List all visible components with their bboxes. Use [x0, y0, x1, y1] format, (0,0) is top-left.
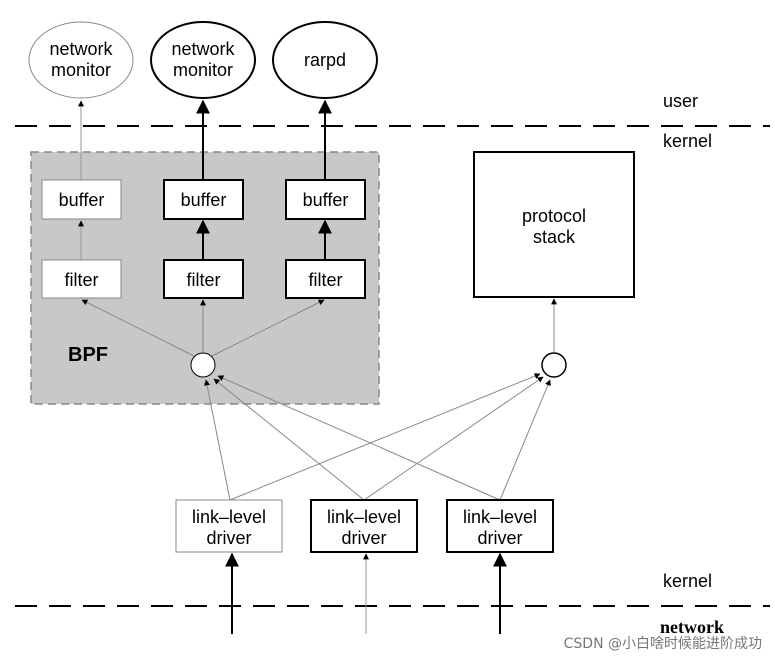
arrow-junction-to-filter3	[207, 299, 325, 359]
process-label-line1: rarpd	[304, 50, 346, 70]
filter-1: filter	[41, 259, 122, 299]
process-ellipse	[272, 21, 378, 99]
protocol-stack-box	[473, 151, 635, 298]
arrow-driver1-to-protocol	[229, 373, 541, 501]
kernel-label-top: kernel	[663, 131, 712, 151]
buffer-box	[41, 179, 122, 220]
user-label: user	[663, 91, 698, 111]
process-label-line2: monitor	[173, 60, 233, 80]
watermark-text: CSDN @小白啥时候能进阶成功	[564, 636, 762, 652]
buffer-label: buffer	[59, 190, 105, 210]
process-label-line1: network	[49, 39, 113, 59]
filter-3: filter	[285, 259, 366, 299]
driver-box	[446, 499, 554, 553]
arrow-driver3-to-bpf	[217, 375, 501, 501]
process-label-line2: monitor	[51, 60, 111, 80]
buffer-box	[285, 179, 366, 220]
driver-box	[175, 499, 283, 553]
process-rarpd: rarpd	[272, 21, 378, 99]
buffer-1: buffer	[41, 179, 122, 220]
kernel-label-bottom: kernel	[663, 571, 712, 591]
arrow-driver2-to-protocol	[363, 376, 544, 501]
protocol-junction	[541, 352, 567, 378]
driver-label-line2: driver	[206, 528, 251, 548]
driver-label-line1: link–level	[463, 507, 537, 527]
buffer-box	[163, 179, 244, 220]
protocol-stack-label-line2: stack	[533, 227, 576, 247]
link-level-driver-3: link–level driver	[446, 499, 554, 553]
process-label-line1: network	[171, 39, 235, 59]
arrow-junction-to-filter1	[81, 299, 199, 359]
arrow-driver2-to-bpf	[213, 378, 365, 501]
bpf-label: BPF	[68, 344, 108, 366]
driver-label-line1: link–level	[192, 507, 266, 527]
buffer-3: buffer	[285, 179, 366, 220]
link-level-driver-1: link–level driver	[175, 499, 283, 553]
driver-label-line2: driver	[341, 528, 386, 548]
driver-box	[310, 499, 418, 553]
filter-box	[163, 259, 244, 299]
link-level-driver-2: link–level driver	[310, 499, 418, 553]
filter-2: filter	[163, 259, 244, 299]
buffer-2: buffer	[163, 179, 244, 220]
filter-label: filter	[308, 270, 342, 290]
filter-box	[41, 259, 122, 299]
filter-label: filter	[64, 270, 98, 290]
filter-box	[285, 259, 366, 299]
process-ellipse	[28, 21, 134, 99]
buffer-label: buffer	[303, 190, 349, 210]
process-ellipse	[150, 21, 256, 99]
buffer-label: buffer	[181, 190, 227, 210]
bpf-junction	[190, 352, 216, 378]
process-network-monitor-2: network monitor	[150, 21, 256, 99]
protocol-stack-label-line1: protocol	[522, 206, 586, 226]
arrow-driver3-to-protocol	[499, 379, 551, 501]
protocol-stack: protocol stack	[473, 151, 635, 298]
driver-label-line1: link–level	[327, 507, 401, 527]
filter-label: filter	[186, 270, 220, 290]
driver-label-line2: driver	[477, 528, 522, 548]
network-label: network	[660, 617, 724, 637]
process-network-monitor-1: network monitor	[28, 21, 134, 99]
arrow-driver1-to-bpf	[204, 379, 231, 501]
